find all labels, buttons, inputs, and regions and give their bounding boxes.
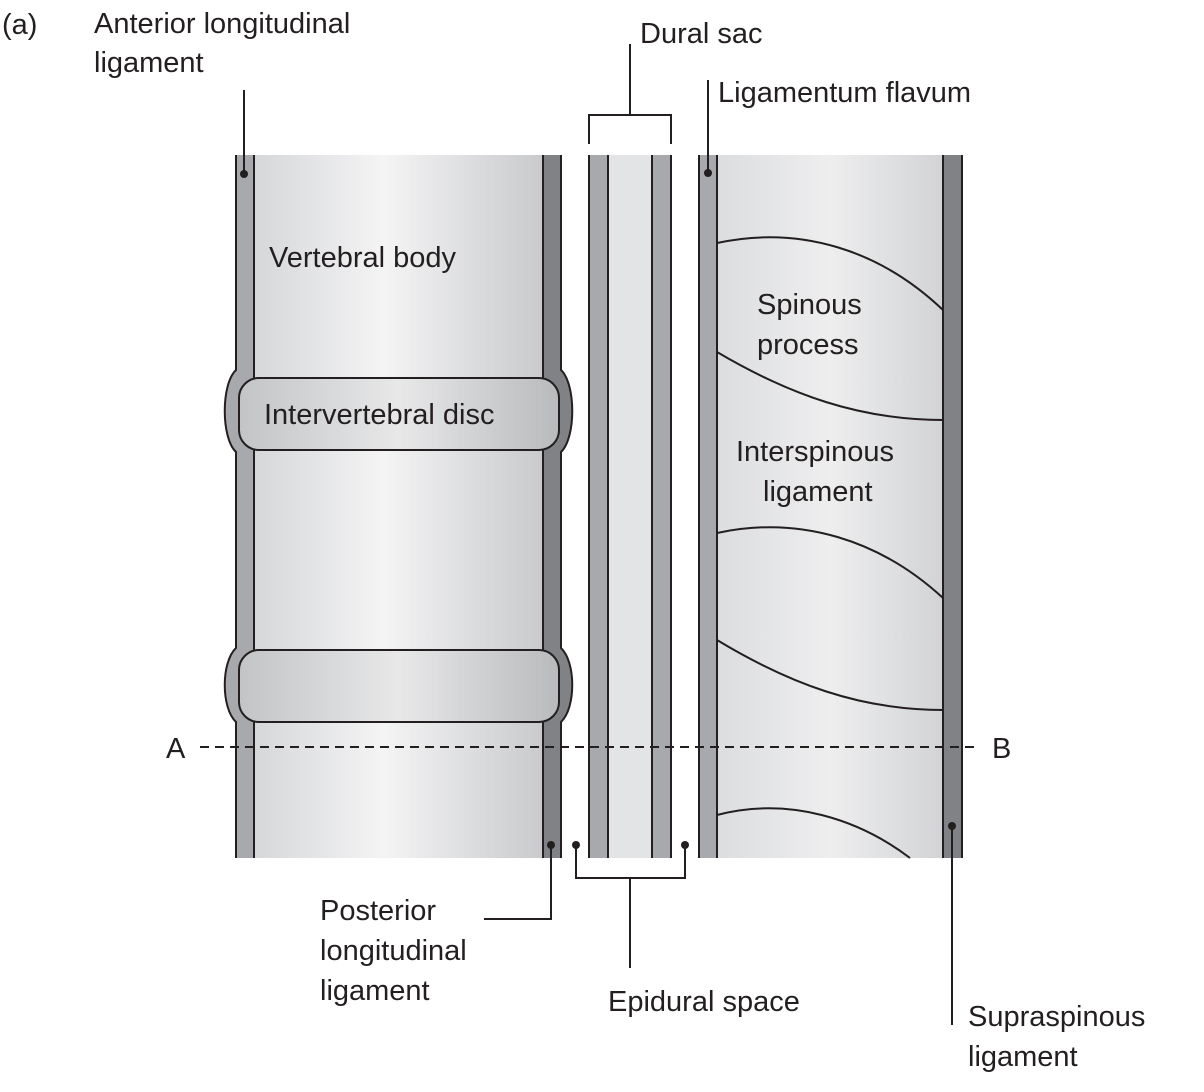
- anterior-ligament-outline: [223, 155, 237, 858]
- dural-sac-bracket: [588, 114, 672, 144]
- panel-label: (a): [2, 9, 37, 41]
- dural-sac-callout: Dural sac: [588, 18, 763, 144]
- ligamentum-flavum-pointer-dot: [704, 169, 712, 177]
- posterior-ligament-label-line3: ligament: [320, 975, 430, 1007]
- interspinous-region: [717, 155, 944, 858]
- spinous-process-outline: [716, 639, 944, 711]
- posterior-elements: Spinous process Interspinous ligament: [698, 155, 963, 859]
- supraspinous-ligament-label-line2: ligament: [968, 1041, 1078, 1073]
- anterior-ligament-label-line1: Anterior longitudinal: [94, 8, 350, 40]
- supraspinous-ligament-label-line1: Supraspinous: [968, 1001, 1145, 1033]
- dural-sac-label: Dural sac: [640, 18, 763, 50]
- anterior-longitudinal-ligament-callout: Anterior longitudinal ligament: [94, 8, 350, 178]
- dural-sac: [588, 155, 672, 858]
- section-line: A B: [166, 733, 1011, 765]
- vertebral-column: Vertebral body Intervertebral disc: [223, 155, 574, 858]
- anterior-longitudinal-ligament: [224, 155, 254, 858]
- anterior-ligament-pointer-dot: [240, 170, 248, 178]
- interspinous-ligament-label-line2: ligament: [763, 476, 873, 508]
- intervertebral-disc-label: Intervertebral disc: [264, 399, 495, 431]
- intervertebral-disc-upper: [238, 377, 560, 451]
- epidural-space-callout: Epidural space: [572, 841, 800, 1018]
- posterior-ligament-label-line2: longitudinal: [320, 935, 467, 967]
- interspinous-ligament-label-line1: Interspinous: [736, 436, 894, 468]
- ligamentum-flavum-label: Ligamentum flavum: [718, 77, 971, 109]
- spinous-process-outline: [716, 236, 944, 311]
- posterior-longitudinal-ligament-callout: Posterior longitudinal ligament: [320, 841, 555, 1007]
- spinous-process-label-line2: process: [757, 329, 859, 361]
- ligamentum-flavum: [699, 155, 717, 858]
- spinous-process-outline: [716, 526, 944, 599]
- posterior-ligament-outline: [560, 155, 574, 858]
- section-start-label: A: [166, 733, 186, 765]
- vertebral-body: [254, 155, 543, 858]
- spinal-canal-contents: [608, 155, 652, 858]
- posterior-ligament-leader: [484, 845, 552, 920]
- spinous-process-outline: [716, 351, 944, 421]
- supraspinous-ligament: [943, 155, 962, 858]
- posterior-longitudinal-ligament: [543, 155, 573, 858]
- spinous-process-label-line1: Spinous: [757, 289, 862, 321]
- supraspinous-ligament-callout: Supraspinous ligament: [948, 822, 1145, 1073]
- posterior-ligament-label-line1: Posterior: [320, 895, 436, 927]
- vertebral-body-label: Vertebral body: [269, 242, 457, 274]
- epidural-space-label: Epidural space: [608, 986, 800, 1018]
- anterior-ligament-label-line2: ligament: [94, 47, 204, 79]
- intervertebral-disc-lower: [238, 649, 560, 723]
- section-end-label: B: [992, 733, 1011, 765]
- spinous-process-outline: [716, 807, 911, 859]
- ligamentum-flavum-callout: Ligamentum flavum: [704, 77, 971, 177]
